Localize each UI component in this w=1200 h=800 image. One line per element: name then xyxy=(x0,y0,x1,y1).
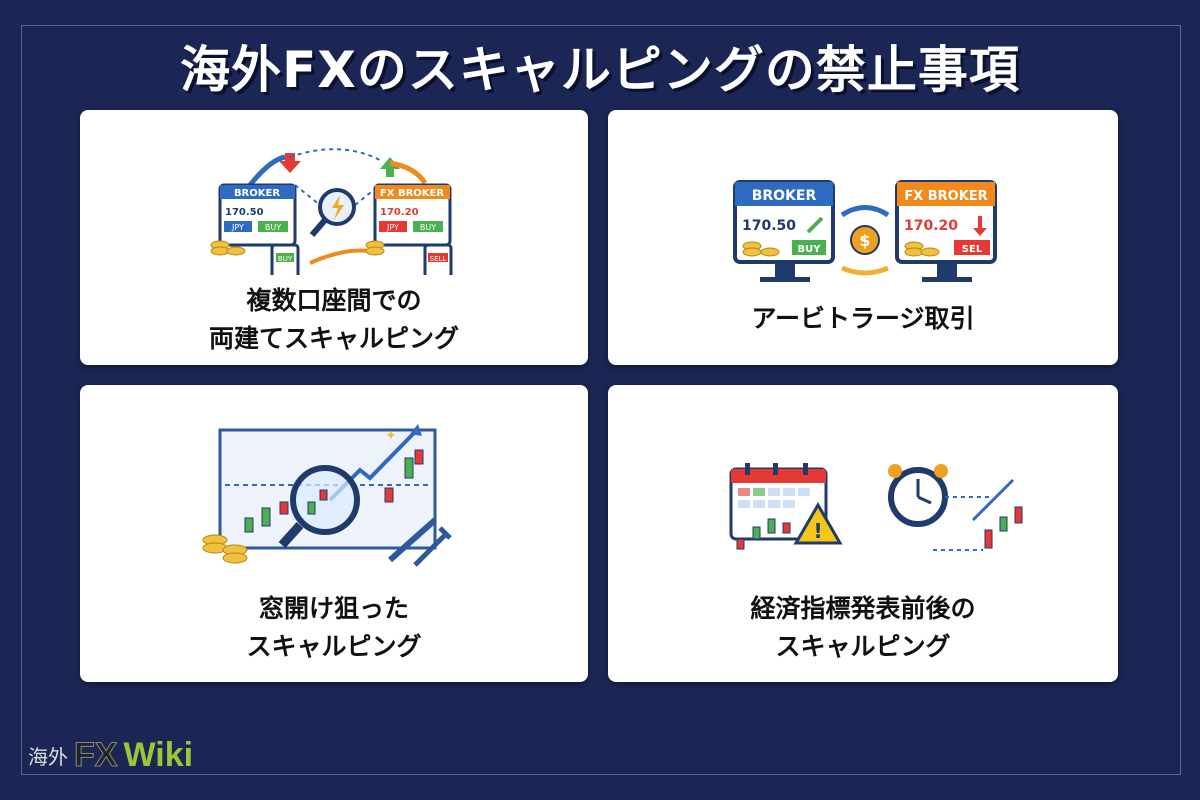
svg-text:170.50: 170.50 xyxy=(742,218,796,234)
hedging-illustration: BROKER 170.50 JPY BUY FX BROKER 170.20 J… xyxy=(210,148,453,275)
svg-text:✦: ✦ xyxy=(385,428,397,444)
svg-text:BUY: BUY xyxy=(798,244,822,255)
card-multi-account-hedging: BROKER 170.50 JPY BUY FX BROKER 170.20 J… xyxy=(80,110,588,365)
card-economic-indicator-scalping: ! 経済指標発表前後のスキャルピング xyxy=(608,385,1118,682)
svg-text:FX BROKER: FX BROKER xyxy=(904,189,987,204)
card-label: 窓開け狙ったスキャルピング xyxy=(246,594,422,661)
card-label: 経済指標発表前後のスキャルピング xyxy=(750,594,976,661)
svg-text:$: $ xyxy=(859,231,870,250)
svg-text:170.50: 170.50 xyxy=(225,207,264,218)
arbitrage-illustration: BROKER 170.50 BUY FX BROKER 170.20 SEL $ xyxy=(733,180,997,282)
svg-text:170.20: 170.20 xyxy=(904,218,958,234)
decorative-frame xyxy=(21,25,1181,775)
calendar-clock-illustration: ! xyxy=(729,463,1023,551)
svg-text:BUY: BUY xyxy=(420,223,436,232)
svg-text:!: ! xyxy=(813,519,822,543)
svg-text:BROKER: BROKER xyxy=(234,188,280,199)
svg-text:JPY: JPY xyxy=(231,223,244,232)
svg-text:SELL: SELL xyxy=(430,255,447,263)
svg-text:BUY: BUY xyxy=(278,255,293,263)
page-title: 海外FXのスキャルピングの禁止事項 xyxy=(180,41,1020,99)
svg-text:170.20: 170.20 xyxy=(380,207,419,218)
card-label: 複数口座間での両建てスキャルピング xyxy=(208,286,459,353)
svg-text:BUY: BUY xyxy=(265,223,281,232)
svg-text:JPY: JPY xyxy=(386,223,399,232)
svg-text:FX BROKER: FX BROKER xyxy=(380,188,444,199)
card-gap-scalping: ✦ 窓開け狙ったスキャルピング xyxy=(80,385,588,682)
chart-magnifier-illustration: ✦ xyxy=(202,424,452,567)
svg-text:BROKER: BROKER xyxy=(752,188,817,204)
site-logo: 海外 FX Wiki xyxy=(28,736,194,775)
card-arbitrage: BROKER 170.50 BUY FX BROKER 170.20 SEL $… xyxy=(608,110,1118,365)
card-label: アービトラージ取引 xyxy=(751,304,975,333)
svg-text:SEL: SEL xyxy=(962,244,983,255)
